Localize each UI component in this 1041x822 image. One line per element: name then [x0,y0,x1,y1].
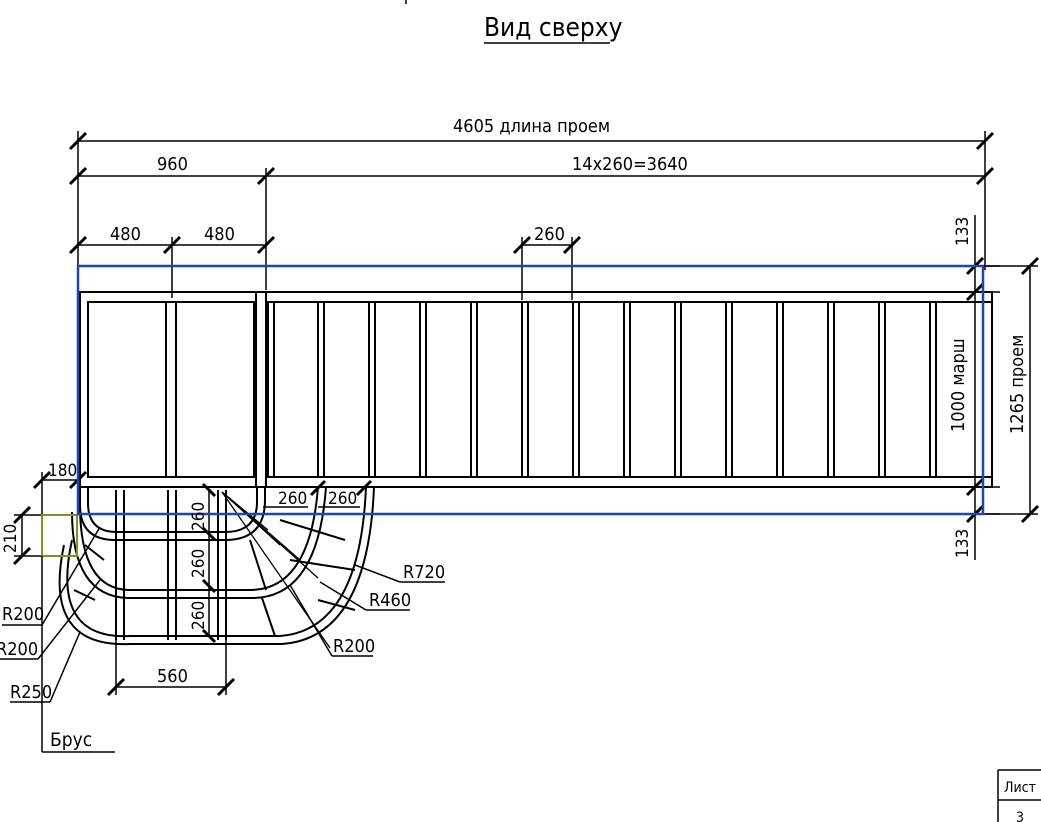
radius-r250-label: R250 [10,682,52,703]
radius-r200-left-bottom-label: R200 [0,639,38,660]
radius-leaders [0,526,445,703]
dim-step-label: 260 [534,224,565,245]
landing [79,291,267,488]
view-title: Вид сверху [484,13,623,43]
post-size-label: 210 [1,524,21,553]
radius-r720-label: R720 [403,562,445,583]
beam-leader [41,556,115,753]
winder-step-2-label: 260 [328,489,357,509]
dim-halves [68,235,276,298]
opening-outline [76,264,985,516]
winder-section [58,486,375,649]
sheet-number: 3 [1016,810,1024,822]
winder-step-5-label: 260 [189,601,209,630]
dim-flight-label: 14х260=3640 [572,154,688,175]
beam-post [41,514,78,557]
dim-total-label: 4605 длина проем [453,116,610,137]
straight-flight [265,291,993,488]
dim-total [68,131,995,270]
dim-landing-label: 960 [157,154,188,175]
dim-offset-top-label: 133 [953,217,973,246]
radius-r200-right-label: R200 [333,636,375,657]
march-width-label: 1000 марш [948,338,969,432]
dim-half-left-label: 480 [110,224,141,245]
radius-r460-label: R460 [369,590,411,611]
beam-label: Брус [50,729,92,751]
winder-step-4-label: 260 [189,549,209,578]
winder-step-1-label: 260 [278,489,307,509]
bottom-width-label: 560 [157,666,188,687]
dim-offset-bottom-label: 133 [953,529,973,558]
post-dims [12,470,88,566]
sheet-label: Лист [1004,780,1036,796]
dim-second-row [68,166,995,290]
opening-width-label: 1265 проем [1007,335,1028,434]
dim-half-right-label: 480 [204,224,235,245]
radius-r200-left-top-label: R200 [2,604,44,625]
post-offset-label: 180 [48,461,77,481]
winder-step-3-label: 260 [189,502,209,531]
title-block [997,769,1041,822]
dim-step [512,235,582,300]
